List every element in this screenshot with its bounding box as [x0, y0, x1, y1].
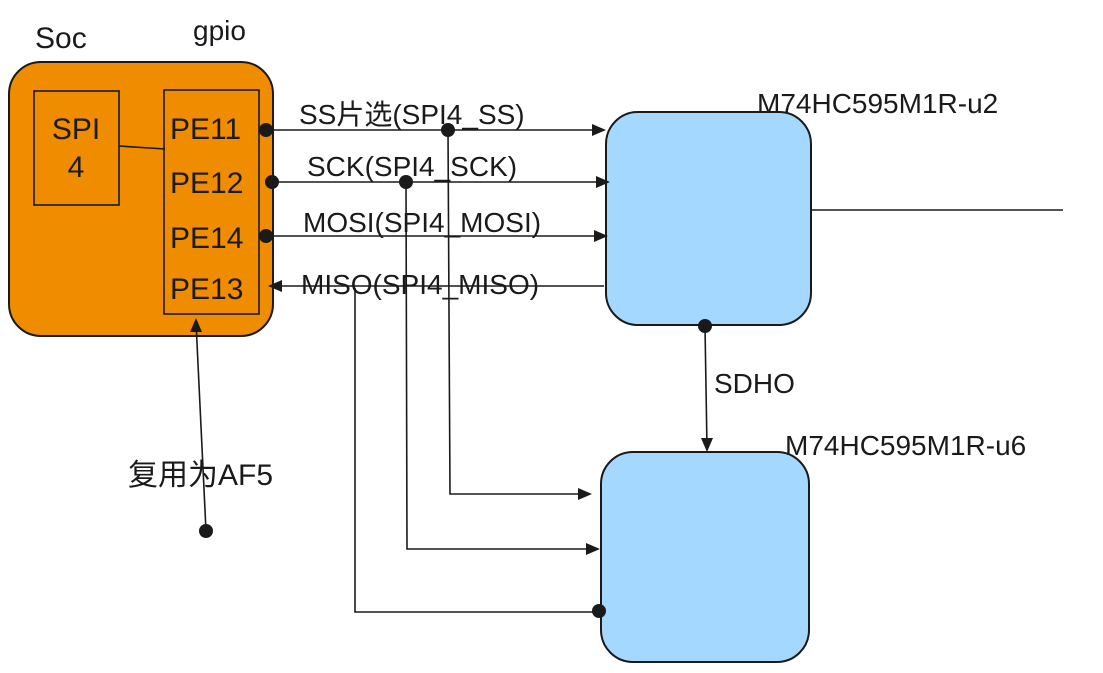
af5-dot [199, 524, 213, 538]
spi4-label-line2: 4 [68, 151, 85, 184]
chip-u6-label: M74HC595M1R-u6 [785, 430, 1026, 461]
soc-block [8, 61, 274, 337]
mosi-pin-dot [259, 229, 273, 243]
mosi-label: MOSI(SPI4_MOSI) [303, 207, 541, 238]
sck-arrowhead [596, 176, 610, 188]
miso-arrowhead [268, 280, 282, 292]
sck-label: SCK(SPI4_SCK) [307, 151, 517, 182]
af5-wire [195, 321, 207, 532]
sck-branch-arrowhead [586, 543, 600, 555]
af5-label: 复用为AF5 [128, 459, 273, 492]
ss-arrowhead [592, 124, 606, 136]
pin-pe11: PE11 [170, 113, 241, 146]
soc-title: Soc [35, 22, 87, 55]
pin-pe13: PE13 [170, 273, 243, 306]
ss-pin-dot [259, 123, 273, 137]
pin-pe14: PE14 [170, 222, 243, 255]
miso-label: MISO(SPI4_MISO) [301, 269, 539, 300]
chip-u2-label: M74HC595M1R-u2 [757, 88, 998, 119]
spi4-block [33, 90, 120, 206]
gpio-title: gpio [193, 15, 246, 46]
miso-branch-wire [354, 288, 598, 613]
chip-u2 [605, 111, 812, 326]
pin-pe12: PE12 [170, 167, 243, 200]
ss-label: SS片选(SPI4_SS) [299, 99, 525, 130]
chip-u6 [600, 451, 810, 663]
spi4-label-line1: SPI [52, 113, 100, 146]
sck-branch-wire [405, 181, 598, 550]
sdho-wire [704, 325, 708, 449]
ss-branch-arrowhead [578, 488, 592, 500]
sdho-arrowhead [701, 438, 713, 452]
ss-branch-wire [447, 129, 590, 495]
mosi-arrowhead [594, 230, 608, 242]
gpio-block [163, 89, 260, 315]
miso-branch-dot [592, 604, 606, 618]
spi4-to-gpio-line [118, 145, 166, 150]
af5-arrowhead [190, 318, 202, 332]
sck-pin-dot [265, 175, 279, 189]
sdho-label: SDHO [714, 368, 795, 399]
